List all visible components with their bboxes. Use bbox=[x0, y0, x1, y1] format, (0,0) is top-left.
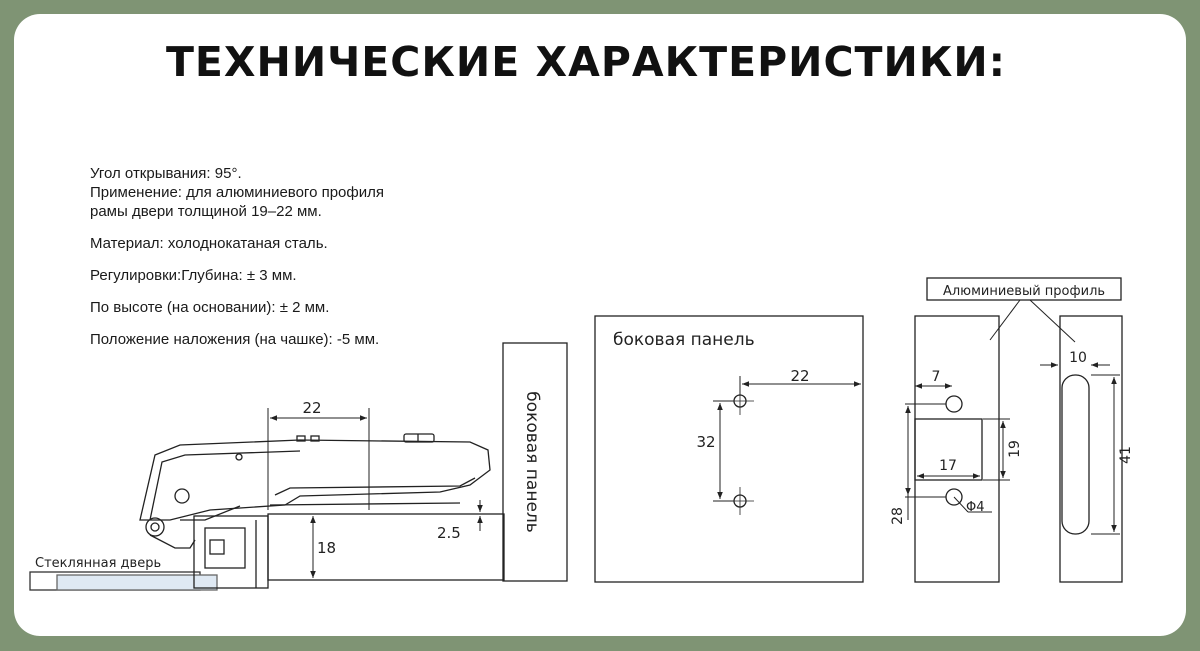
profile-left bbox=[914, 315, 1000, 583]
frame-hole bbox=[209, 539, 225, 555]
hinge-side-view bbox=[29, 342, 568, 591]
glass-pane bbox=[56, 574, 218, 591]
spec-line: Применение: для алюминиевого профиля bbox=[90, 184, 384, 201]
side-panel-face bbox=[594, 315, 864, 583]
spec-line: рамы двери толщиной 19–22 мм. bbox=[90, 203, 322, 220]
dim-label-17: 17 bbox=[939, 458, 957, 474]
dim-label-22: 22 bbox=[302, 399, 321, 417]
dim-label-19: 19 bbox=[1007, 440, 1023, 458]
side-panel-vertical bbox=[502, 342, 568, 582]
spec-overlay-position: Положение наложения (на чашке): -5 мм. bbox=[90, 331, 380, 348]
panel-drilling-view bbox=[594, 315, 864, 583]
dim-label-10: 10 bbox=[1069, 350, 1087, 366]
dim-label-phi4: Φ4 bbox=[966, 500, 985, 515]
hinge-rivet bbox=[174, 488, 190, 504]
glass-door-label: Стеклянная дверь bbox=[35, 556, 161, 571]
profile-cutout bbox=[914, 418, 983, 481]
cabinet-panel bbox=[267, 513, 505, 581]
dim-label-32: 32 bbox=[696, 433, 715, 451]
aluminium-frame bbox=[193, 515, 269, 589]
hinge-arm bbox=[139, 439, 491, 521]
frame-channel bbox=[204, 527, 246, 569]
profile-callout-label: Алюминиевый профиль bbox=[943, 284, 1105, 299]
spec-opening-angle: Угол открывания: 95°. Применение: для ал… bbox=[90, 164, 384, 221]
spec-depth-adjustment: Регулировки:Глубина: ± 3 мм. bbox=[90, 267, 297, 284]
spec-material: Материал: холоднокатаная сталь. bbox=[90, 235, 328, 252]
hinge-pivot bbox=[145, 517, 165, 537]
panel-view-label: боковая панель bbox=[613, 330, 755, 350]
dim-label-41: 41 bbox=[1118, 446, 1134, 464]
dim-label-18: 18 bbox=[317, 539, 336, 557]
profile-right bbox=[1059, 315, 1123, 583]
spec-line: Угол открывания: 95°. bbox=[90, 165, 242, 182]
profile-hole-top bbox=[945, 395, 963, 413]
dim-label-28: 28 bbox=[890, 507, 906, 525]
specifications-list: Угол открывания: 95°. Применение: для ал… bbox=[90, 164, 384, 362]
profile-slot bbox=[1061, 374, 1090, 535]
spec-height-adjustment: По высоте (на основании): ± 2 мм. bbox=[90, 299, 330, 316]
dim-label-2-5: 2.5 bbox=[437, 524, 461, 542]
content-card bbox=[14, 14, 1186, 636]
profile-callout-box bbox=[926, 277, 1122, 301]
aluminium-profile-view bbox=[905, 277, 1123, 583]
dim-label-7: 7 bbox=[932, 369, 941, 385]
dim-label-22-panel: 22 bbox=[790, 367, 809, 385]
page-title: ТЕХНИЧЕСКИЕ ХАРАКТЕРИСТИКИ: bbox=[165, 38, 1007, 86]
side-panel-vertical-label: боковая панель bbox=[522, 391, 542, 533]
adjustment-screw bbox=[403, 433, 435, 443]
